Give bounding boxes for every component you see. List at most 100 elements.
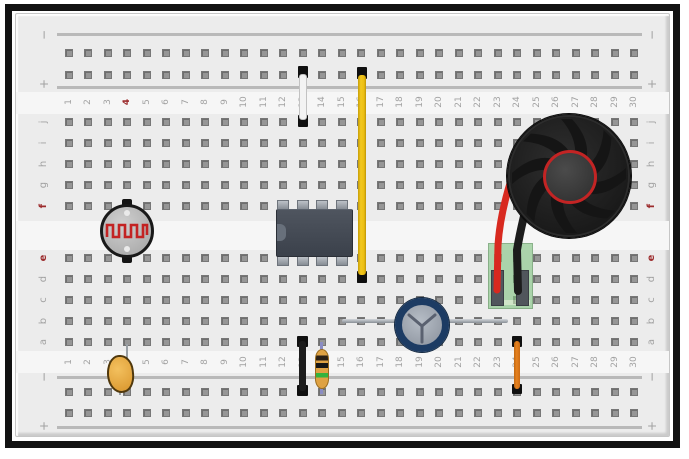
- breadboard-hole: [182, 338, 190, 346]
- speaker: [507, 114, 631, 238]
- breadboard-hole: [84, 49, 92, 57]
- breadboard-hole: [377, 296, 385, 304]
- breadboard-hole: [279, 296, 287, 304]
- breadboard-hole: [533, 275, 541, 283]
- breadboard-hole: [221, 388, 229, 396]
- breadboard-hole: [572, 71, 580, 79]
- breadboard-hole: [396, 49, 404, 57]
- breadboard-hole: [377, 202, 385, 210]
- breadboard-hole: [474, 388, 482, 396]
- breadboard-hole: [396, 202, 404, 210]
- breadboard-hole: [338, 338, 346, 346]
- breadboard-hole: [338, 139, 346, 147]
- breadboard-hole: [357, 49, 365, 57]
- ic-pin: [336, 256, 348, 266]
- bottom-negative-rail-line: [57, 376, 642, 379]
- breadboard-hole: [182, 118, 190, 126]
- breadboard-hole: [182, 71, 190, 79]
- breadboard-hole: [279, 338, 287, 346]
- breadboard-hole: [591, 388, 599, 396]
- breadboard-hole: [123, 409, 131, 417]
- breadboard-hole: [552, 338, 560, 346]
- breadboard-hole: [162, 71, 170, 79]
- breadboard-hole: [318, 296, 326, 304]
- breadboard-hole: [299, 139, 307, 147]
- breadboard-hole: [377, 160, 385, 168]
- breadboard-hole: [104, 118, 112, 126]
- top-number-band: [16, 92, 669, 114]
- breadboard-hole: [416, 160, 424, 168]
- breadboard-hole: [279, 71, 287, 79]
- breadboard-hole: [279, 388, 287, 396]
- breadboard-hole: [611, 49, 619, 57]
- breadboard-hole: [123, 317, 131, 325]
- rail-plus-symbol: +: [645, 78, 659, 90]
- breadboard-hole: [260, 49, 268, 57]
- breadboard-hole: [630, 71, 638, 79]
- breadboard-hole: [84, 275, 92, 283]
- breadboard-hole: [455, 409, 463, 417]
- breadboard-hole: [143, 160, 151, 168]
- breadboard-hole: [572, 275, 580, 283]
- breadboard-hole: [143, 71, 151, 79]
- breadboard-hole: [533, 71, 541, 79]
- breadboard-hole: [377, 338, 385, 346]
- breadboard-hole: [143, 254, 151, 262]
- rail-plus-symbol: +: [645, 420, 659, 432]
- breadboard-hole: [435, 275, 443, 283]
- breadboard-hole: [630, 181, 638, 189]
- terminal-block-strip: [491, 300, 530, 305]
- breadboard-hole: [533, 296, 541, 304]
- breadboard-hole: [221, 409, 229, 417]
- breadboard-hole: [572, 296, 580, 304]
- breadboard-hole: [338, 409, 346, 417]
- breadboard-hole: [279, 181, 287, 189]
- breadboard-hole: [260, 202, 268, 210]
- breadboard-hole: [279, 409, 287, 417]
- breadboard-hole: [630, 338, 638, 346]
- breadboard-hole: [318, 275, 326, 283]
- breadboard-hole: [240, 160, 248, 168]
- breadboard-hole: [65, 49, 73, 57]
- breadboard-hole: [162, 160, 170, 168]
- breadboard-hole: [299, 296, 307, 304]
- breadboard-hole: [396, 296, 404, 304]
- speaker-cone-ring: [543, 150, 597, 204]
- row-letter-label: a: [646, 338, 657, 346]
- breadboard-hole: [494, 49, 502, 57]
- breadboard-hole: [221, 49, 229, 57]
- breadboard-hole: [416, 254, 424, 262]
- breadboard-hole: [221, 181, 229, 189]
- breadboard-hole: [201, 118, 209, 126]
- breadboard-hole: [104, 409, 112, 417]
- breadboard-hole: [201, 49, 209, 57]
- rail-plus-symbol: +: [37, 420, 51, 432]
- breadboard-hole: [84, 388, 92, 396]
- breadboard-hole: [611, 296, 619, 304]
- breadboard-hole: [591, 317, 599, 325]
- breadboard-hole: [494, 160, 502, 168]
- breadboard-hole: [474, 338, 482, 346]
- breadboard-hole: [299, 160, 307, 168]
- breadboard-hole: [552, 49, 560, 57]
- breadboard-hole: [162, 202, 170, 210]
- breadboard-hole: [260, 409, 268, 417]
- breadboard-hole: [630, 254, 638, 262]
- breadboard-hole: [182, 275, 190, 283]
- breadboard-hole: [182, 254, 190, 262]
- breadboard-hole: [240, 71, 248, 79]
- breadboard-hole: [221, 139, 229, 147]
- breadboard-hole: [630, 388, 638, 396]
- breadboard-hole: [143, 202, 151, 210]
- breadboard-hole: [279, 118, 287, 126]
- breadboard-hole: [182, 388, 190, 396]
- breadboard-hole: [435, 181, 443, 189]
- breadboard-hole: [338, 49, 346, 57]
- row-letter-label: f: [646, 203, 657, 209]
- breadboard-hole: [143, 338, 151, 346]
- breadboard-hole: [455, 139, 463, 147]
- breadboard-hole: [143, 118, 151, 126]
- breadboard-hole: [591, 296, 599, 304]
- breadboard-hole: [377, 139, 385, 147]
- breadboard-hole: [474, 160, 482, 168]
